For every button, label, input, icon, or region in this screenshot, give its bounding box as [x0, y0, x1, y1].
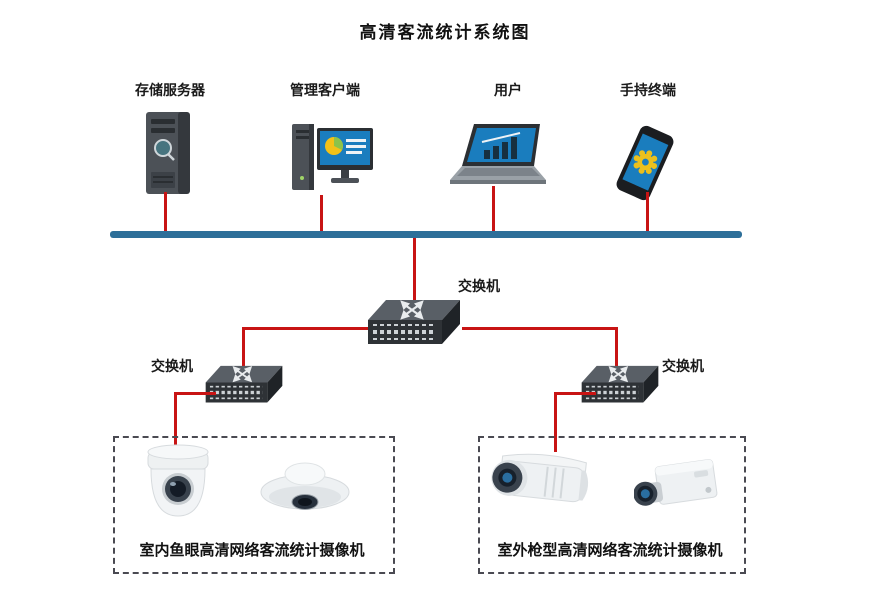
link-central-to-left-horizontal — [242, 327, 368, 330]
link-central-to-left-vertical — [242, 327, 245, 369]
link-right-switch-to-cameras — [554, 392, 557, 452]
dome-fisheye-camera-icon — [139, 442, 217, 534]
box-camera-icon — [633, 448, 724, 530]
label-left-switch: 交换机 — [151, 358, 193, 374]
link-bus-to-central-switch — [413, 238, 416, 300]
label-storage-server: 存储服务器 — [135, 82, 205, 98]
label-central-switch: 交换机 — [458, 278, 500, 294]
link-server-to-bus — [164, 192, 167, 232]
label-management-client: 管理客户端 — [290, 82, 360, 98]
link-central-to-right-horizontal — [462, 327, 618, 330]
link-laptop-to-bus — [492, 186, 495, 232]
network-bus-line — [110, 231, 742, 238]
link-phone-to-bus — [646, 192, 649, 232]
diagram-title: 高清客流统计系统图 — [359, 23, 531, 42]
indoor-camera-group-box — [113, 436, 395, 574]
server-tower-icon — [141, 110, 195, 198]
left-switch-icon — [204, 364, 284, 406]
link-left-switch-elbow — [174, 392, 216, 395]
link-left-switch-to-cameras — [174, 392, 177, 452]
outdoor-camera-group-box — [478, 436, 746, 574]
label-outdoor-camera-group: 室外枪型高清网络客流统计摄像机 — [497, 542, 723, 559]
link-central-to-right-vertical — [615, 327, 618, 369]
right-switch-icon — [580, 364, 660, 406]
label-right-switch: 交换机 — [662, 358, 704, 374]
label-user: 用户 — [494, 82, 522, 98]
laptop-icon — [450, 122, 546, 190]
bullet-camera-icon — [484, 444, 594, 522]
central-switch-icon — [366, 298, 462, 348]
label-indoor-camera-group: 室内鱼眼高清网络客流统计摄像机 — [139, 542, 365, 559]
smartphone-icon — [610, 124, 680, 202]
label-handheld-terminal: 手持终端 — [620, 82, 676, 98]
link-right-switch-elbow — [554, 392, 596, 395]
ufo-fisheye-camera-icon — [258, 452, 353, 524]
desktop-pc-icon — [290, 118, 375, 198]
link-client-to-bus — [320, 195, 323, 232]
